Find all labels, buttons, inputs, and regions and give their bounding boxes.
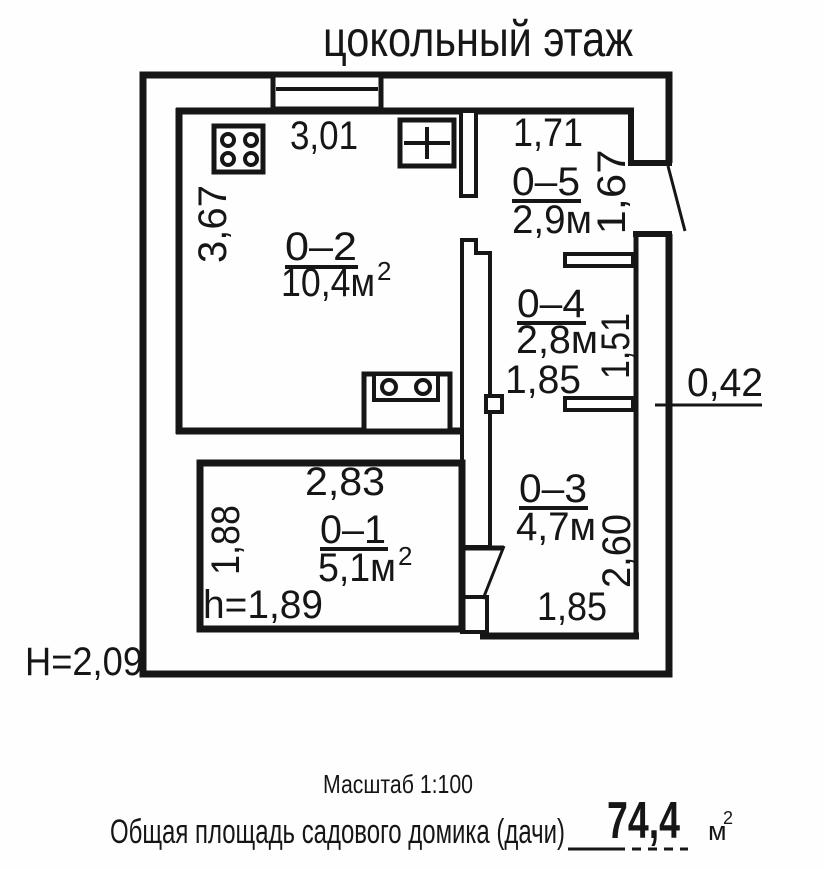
outer-wall: [139, 71, 673, 678]
page-title: цокольный этаж: [323, 11, 633, 67]
total-area-unit-sup: 2: [723, 808, 733, 828]
room-05-area: 2,9м: [512, 198, 592, 242]
room-02-id: 0–2: [285, 225, 357, 269]
door-swing-exterior: [666, 165, 687, 232]
room-01-area: 5,1м: [318, 546, 396, 590]
room-03-width-dim: 1,85: [537, 585, 607, 629]
room-01-id: 0–1: [320, 508, 386, 552]
corridor-wall-stub: [460, 595, 489, 634]
room-03-id: 0–3: [519, 467, 587, 511]
partition-04-03: [563, 396, 635, 412]
dim-left-height: 3,67: [191, 185, 235, 263]
dim-floor-height: H=2,09: [25, 640, 143, 684]
room-04-id: 0–4: [517, 282, 585, 326]
dim-top-right: 1,71: [513, 111, 583, 155]
partition-05-04: [563, 252, 635, 268]
chimney-icon: [270, 72, 384, 112]
door-swing-room-03: [481, 545, 506, 600]
room-01-width-dim: 2,83: [305, 460, 385, 504]
total-area-label: Общая площадь садового домика (дачи): [110, 813, 565, 851]
room-01-ceiling-height: h=1,89: [203, 583, 323, 627]
dim-top-left: 3,01: [290, 114, 358, 158]
total-area-unit: м: [708, 816, 727, 846]
room-01-area-sup: 2: [398, 541, 412, 571]
room-03-area: 4,7м: [516, 505, 596, 549]
room-01-walls: [196, 459, 466, 633]
dim-r03-height: 2,60: [595, 514, 639, 588]
dim-r01-height: 1,88: [204, 505, 248, 575]
sink-icon: [361, 371, 453, 434]
fixtures: [211, 72, 457, 434]
dim-r05-height: 1,67: [590, 150, 634, 235]
scale-note: Масштаб 1:100: [323, 769, 473, 799]
walls-group: [139, 71, 673, 678]
divider-upper: [459, 109, 478, 198]
room-04-width-dim: 1,85: [505, 358, 581, 402]
dim-wall-offset: 0,42: [687, 361, 763, 405]
stove-icon: [211, 123, 266, 175]
room-04-area: 2,8м: [516, 318, 598, 362]
central-wall-stop: [484, 394, 504, 414]
room-05-id: 0–5: [512, 160, 580, 204]
dim-r04-height: 1,51: [594, 313, 638, 379]
room-02-area: 10,4м: [281, 261, 375, 305]
central-wall: [460, 238, 492, 549]
window-icon: [397, 117, 457, 169]
door-swings: [481, 165, 687, 600]
total-area-value: 74,4: [607, 792, 680, 850]
room-02-area-sup: 2: [377, 256, 391, 286]
